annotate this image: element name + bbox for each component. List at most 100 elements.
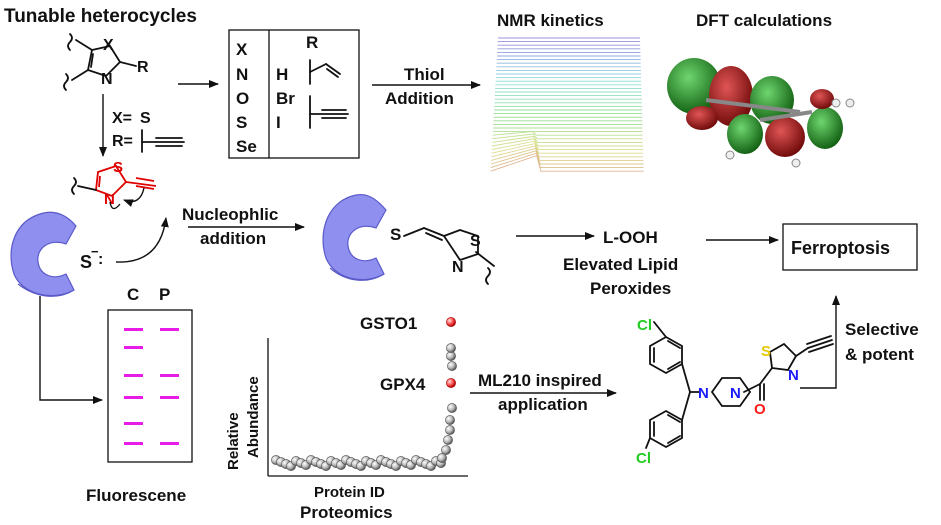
o-carbonyl: O — [754, 401, 766, 418]
vinyl-sulfide-adduct: S S N — [390, 225, 495, 285]
table-x-se: Se — [236, 137, 257, 156]
lipid-line3: Peroxides — [590, 279, 671, 298]
n-piperazine-2: N — [730, 385, 741, 402]
protein-dot — [445, 425, 455, 435]
band-p-3 — [160, 396, 179, 399]
protein-cartoon-left — [10, 211, 77, 297]
protein-dot — [437, 453, 447, 463]
nmr-trace — [490, 155, 644, 172]
adduct-thiazole-n: N — [452, 259, 464, 276]
ferroptosis-box — [782, 223, 918, 271]
table-r-h: H — [276, 65, 288, 84]
thiol-label-line2: Addition — [385, 89, 454, 108]
heterocycle-scaffold: X N R — [63, 33, 149, 91]
gel-lane-c: C — [127, 285, 139, 304]
highlighted-protein-dot — [446, 317, 456, 327]
adduct-thiazole-s: S — [470, 233, 481, 250]
ethynyl-substituent — [141, 129, 185, 153]
adduct-s: S — [390, 225, 401, 244]
variants-table: X N O S Se R H Br I — [228, 29, 360, 159]
nmr-trace — [491, 145, 644, 158]
y-axis-line1: Relative — [225, 412, 242, 470]
x-value-label: S — [140, 110, 151, 127]
nmr-trace — [492, 131, 643, 136]
nmr-trace — [491, 140, 644, 151]
protein-dot — [447, 361, 457, 371]
lipid-line1: L-OOH — [603, 228, 658, 247]
protein-dot — [443, 435, 453, 445]
n-thiazole: N — [788, 367, 799, 384]
cl-top: Cl — [637, 317, 652, 334]
cl-bottom: Cl — [636, 450, 651, 467]
selective-line2: & potent — [845, 345, 914, 364]
nmr-trace — [492, 133, 643, 140]
warhead-n: N — [104, 191, 115, 208]
atom-n: N — [101, 71, 113, 88]
gsto1-label: GSTO1 — [360, 314, 417, 333]
lipid-line2: Elevated Lipid — [563, 255, 678, 274]
protein-dot — [441, 445, 451, 455]
attack-arrow — [115, 217, 169, 263]
band-p-2 — [160, 374, 179, 377]
band-c-3 — [124, 374, 143, 377]
protein-cartoon-right — [322, 193, 387, 281]
nmr-stacked-spectra — [490, 37, 644, 172]
proteomics-label: Proteomics — [300, 503, 393, 522]
s-thiazole: S — [761, 343, 771, 360]
thiol-label-line1: Thiol — [404, 65, 445, 84]
protein-dot — [445, 415, 455, 425]
band-c-6 — [124, 442, 143, 445]
band-p-1 — [160, 328, 179, 331]
thiolate-charge: − — [91, 244, 99, 259]
atom-x: X — [103, 37, 114, 54]
band-c-5 — [124, 422, 143, 425]
ml210-analog-structure: Cl Cl N N O S N — [636, 317, 834, 467]
gel-bands — [124, 328, 179, 445]
table-x-o: O — [236, 89, 249, 108]
fluorescence-label: Fluorescene — [86, 486, 186, 505]
protein-dot — [447, 403, 457, 413]
band-c-1 — [124, 328, 143, 331]
band-c-4 — [124, 396, 143, 399]
gpx4-label: GPX4 — [380, 375, 426, 394]
thiolate-lone-pair: : — [98, 251, 103, 268]
n-piperazine-1: N — [698, 385, 709, 402]
nmr-trace — [491, 147, 644, 161]
warhead-s: S — [113, 159, 123, 176]
y-axis-line2: Abundance — [245, 376, 262, 458]
protein-dot — [446, 343, 456, 353]
thiolate-s: S — [80, 252, 92, 272]
ferroptosis-label: Ferroptosis — [791, 238, 890, 258]
band-p-4 — [160, 442, 179, 445]
nmr-trace — [491, 138, 643, 147]
nmr-title: NMR kinetics — [497, 11, 604, 30]
table-x-s: S — [236, 113, 247, 132]
ml210-line2: application — [498, 395, 588, 414]
selective-line1: Selective — [845, 320, 919, 339]
x-axis-label: Protein ID — [314, 484, 385, 501]
table-x-n: N — [236, 65, 248, 84]
nmr-trace — [492, 135, 643, 143]
table-r-br: Br — [276, 89, 295, 108]
table-r-header: R — [306, 33, 318, 52]
nucleophilic-line2: addition — [200, 229, 266, 248]
gel-frame — [107, 309, 193, 463]
table-x-x: X — [236, 40, 248, 59]
dft-title: DFT calculations — [696, 11, 832, 30]
ml210-line1: ML210 inspired — [478, 371, 602, 390]
dft-orbital-image — [667, 58, 855, 168]
thiazole-alkyne-warhead: S N — [71, 159, 157, 210]
nmr-trace — [491, 143, 644, 154]
table-r-i: I — [276, 113, 281, 132]
gel-lane-p: P — [159, 285, 170, 304]
x-equals-label: X= — [112, 110, 132, 127]
arrow-to-gel — [39, 296, 103, 404]
band-c-2 — [124, 346, 143, 349]
r-equals-label: R= — [112, 133, 133, 150]
highlighted-protein-dot — [446, 378, 456, 388]
proteomics-plot: Relative Abundance Protein ID Proteomics… — [225, 314, 468, 522]
atom-r: R — [137, 59, 149, 76]
tunable-heterocycles-title: Tunable heterocycles — [4, 6, 197, 27]
arrow-selective-potent — [800, 295, 840, 389]
